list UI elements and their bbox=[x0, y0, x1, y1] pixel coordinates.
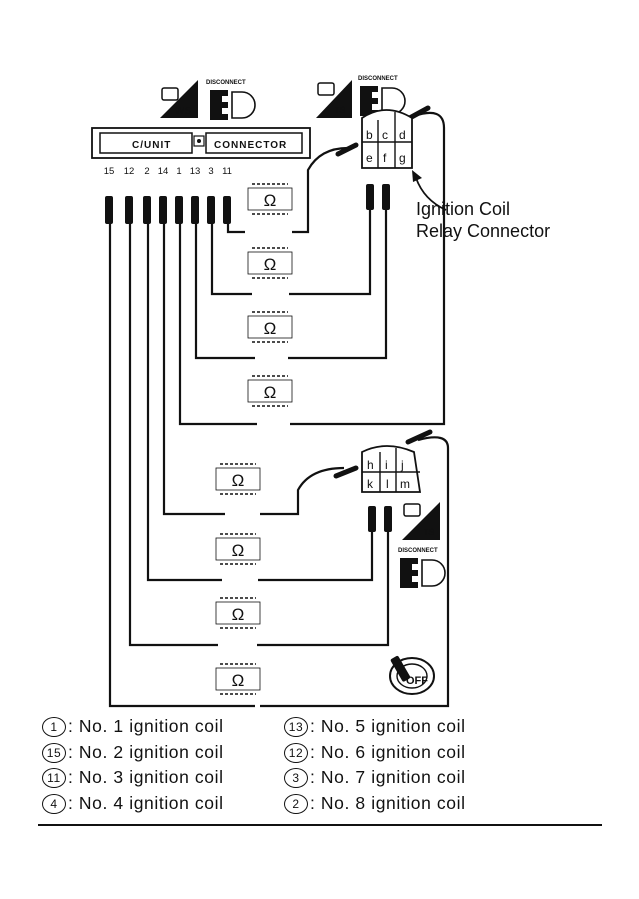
ohm-symbol: Ω bbox=[232, 541, 245, 560]
legend-item: 11: No. 3 ignition coil bbox=[42, 767, 224, 789]
legend-text: : No. 6 ignition coil bbox=[310, 742, 466, 762]
mode-badge-ts-top: TS bbox=[316, 80, 352, 118]
disconnect-label: DISCONNECT bbox=[398, 548, 438, 554]
legend-item: 1: No. 1 ignition coil bbox=[42, 716, 224, 738]
pin-label: e bbox=[366, 151, 373, 165]
circled-number: 3 bbox=[284, 768, 308, 789]
pin-label: d bbox=[399, 128, 406, 142]
legend-text: : No. 5 ignition coil bbox=[310, 716, 466, 736]
pin-label: c bbox=[382, 128, 388, 142]
mode-label: TS bbox=[334, 105, 346, 115]
legend-text: : No. 2 ignition coil bbox=[68, 742, 224, 762]
divider-line bbox=[38, 824, 602, 826]
disconnect-icon: DISCONNECT bbox=[206, 80, 256, 120]
pin-label: h bbox=[367, 458, 374, 472]
legend-item: 12: No. 6 ignition coil bbox=[284, 742, 466, 764]
ohm-symbol: Ω bbox=[264, 255, 277, 274]
connector-pin-label: 11 bbox=[222, 166, 232, 177]
ohmmeter: Ω bbox=[215, 663, 261, 695]
ignition-label: OFF bbox=[406, 675, 428, 687]
legend-item: 2: No. 8 ignition coil bbox=[284, 793, 466, 815]
ohmmeter: Ω bbox=[215, 597, 261, 629]
circled-number: 1 bbox=[42, 717, 66, 738]
connector-pin-label: 13 bbox=[190, 166, 201, 177]
disconnect-label: DISCONNECT bbox=[358, 76, 398, 82]
ohm-symbol: Ω bbox=[232, 671, 245, 690]
mode-badge-ts-bottom: TS bbox=[402, 502, 440, 540]
legend-text: : No. 7 ignition coil bbox=[310, 767, 466, 787]
ohmmeter: Ω bbox=[215, 463, 261, 495]
connector-label: C/UNIT bbox=[132, 140, 171, 151]
circled-number: 12 bbox=[284, 743, 308, 764]
ohmmeters: Ω Ω Ω Ω Ω Ω Ω Ω bbox=[215, 183, 293, 695]
circled-number: 11 bbox=[42, 768, 66, 789]
connector-pin-label: 2 bbox=[144, 166, 149, 177]
pin-label: g bbox=[399, 151, 406, 165]
pin-label: l bbox=[386, 477, 389, 491]
pin-label: b bbox=[366, 128, 373, 142]
connector-label: CONNECTOR bbox=[214, 140, 287, 151]
ohm-symbol: Ω bbox=[264, 319, 277, 338]
ohm-symbol: Ω bbox=[232, 605, 245, 624]
mode-label: WS bbox=[175, 106, 191, 117]
ohm-symbol: Ω bbox=[264, 191, 277, 210]
connector-pin-labels: 15 12 2 14 1 13 3 11 bbox=[104, 166, 232, 177]
ohmmeter: Ω bbox=[215, 533, 261, 565]
callout-line-2: Relay Connector bbox=[416, 221, 550, 241]
circled-number: 13 bbox=[284, 717, 308, 738]
ohmmeter: Ω bbox=[247, 183, 293, 215]
control-unit-connector: C/UNIT CONNECTOR bbox=[91, 127, 311, 159]
connector-pin-label: 1 bbox=[176, 166, 181, 177]
pin-label: k bbox=[367, 477, 374, 491]
legend-item: 4: No. 4 ignition coil bbox=[42, 793, 224, 815]
wires bbox=[108, 111, 450, 708]
disconnect-icon: DISCONNECT bbox=[398, 548, 446, 588]
ohmmeter: Ω bbox=[247, 247, 293, 279]
pin-label: f bbox=[383, 151, 387, 165]
connector-pin-label: 14 bbox=[158, 166, 169, 177]
mode-badge-ws: WS bbox=[160, 80, 198, 118]
pin-label: i bbox=[385, 458, 388, 472]
ignition-key-icon: OFF bbox=[389, 655, 435, 695]
probes bbox=[105, 105, 433, 532]
circled-number: 15 bbox=[42, 743, 66, 764]
circled-number: 2 bbox=[284, 794, 308, 815]
callout-line-1: Ignition Coil bbox=[416, 199, 510, 219]
legend-text: : No. 8 ignition coil bbox=[310, 793, 466, 813]
ohmmeter: Ω bbox=[247, 311, 293, 343]
ohm-symbol: Ω bbox=[264, 383, 277, 402]
legend-text: : No. 3 ignition coil bbox=[68, 767, 224, 787]
pin-label: j bbox=[400, 458, 404, 472]
ohmmeter: Ω bbox=[247, 375, 293, 407]
relay-connector-top: b c d e f g bbox=[361, 109, 447, 211]
legend-item: 3: No. 7 ignition coil bbox=[284, 767, 466, 789]
disconnect-label: DISCONNECT bbox=[206, 80, 246, 86]
ohm-symbol: Ω bbox=[232, 471, 245, 490]
connector-pin-label: 15 bbox=[104, 166, 115, 177]
circled-number: 4 bbox=[42, 794, 66, 815]
legend-text: : No. 4 ignition coil bbox=[68, 793, 224, 813]
relay-connector-bottom: h i j k l m bbox=[361, 445, 422, 493]
connector-pin-label: 12 bbox=[124, 166, 135, 177]
legend-item: 15: No. 2 ignition coil bbox=[42, 742, 224, 764]
connector-pin-label: 3 bbox=[208, 166, 213, 177]
legend-text: : No. 1 ignition coil bbox=[68, 716, 224, 736]
legend-item: 13: No. 5 ignition coil bbox=[284, 716, 466, 738]
pin-label: m bbox=[400, 477, 410, 491]
mode-label: TS bbox=[423, 527, 435, 537]
